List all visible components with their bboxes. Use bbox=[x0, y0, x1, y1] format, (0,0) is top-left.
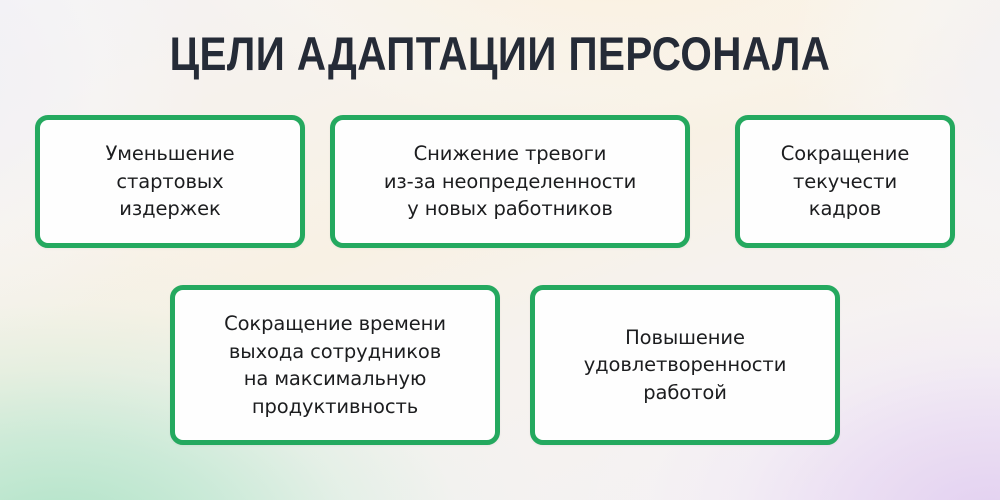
page-title: ЦЕЛИ АДАПТАЦИИ ПЕРСОНАЛА bbox=[169, 27, 831, 80]
goal-card-3-label: Сокращение текучести кадров bbox=[780, 142, 910, 221]
goal-card-4: Сокращение времени выхода сотрудников на… bbox=[170, 285, 500, 445]
goal-card-1: Уменьшение стартовых издержек bbox=[35, 115, 305, 248]
goal-card-4-label: Сокращение времени выхода сотрудников на… bbox=[224, 312, 446, 418]
goal-card-5: Повышение удовлетворенности работой bbox=[530, 285, 840, 445]
goal-card-2: Снижение тревоги из-за неопределенности … bbox=[330, 115, 690, 248]
goal-card-2-label: Снижение тревоги из-за неопределенности … bbox=[383, 142, 637, 221]
goal-card-1-label: Уменьшение стартовых издержек bbox=[105, 142, 235, 221]
goal-card-5-label: Повышение удовлетворенности работой bbox=[583, 325, 787, 404]
goal-card-3: Сокращение текучести кадров bbox=[735, 115, 955, 248]
